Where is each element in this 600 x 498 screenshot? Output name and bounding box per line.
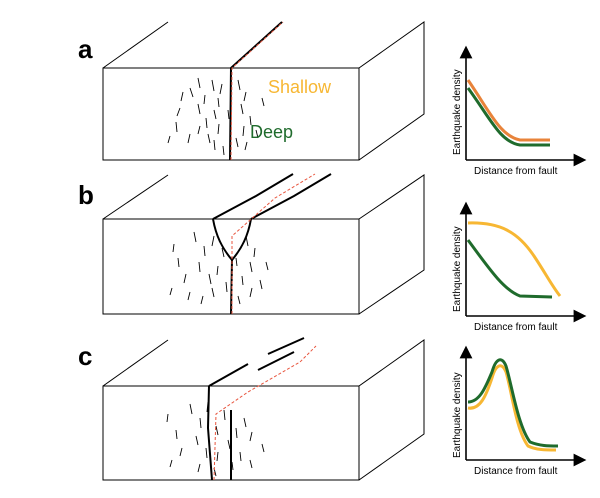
curve-deep-c	[467, 358, 559, 448]
fault-trace-a	[229, 21, 284, 161]
aftershock-cluster-b	[169, 231, 269, 305]
curve-shallow-b	[467, 221, 562, 297]
aftershock-cluster-a	[167, 77, 265, 156]
density-graph-a: Earthquake density Distance from fault	[452, 45, 587, 177]
fault-trace-b	[212, 173, 332, 315]
fault-trace-c	[206, 337, 317, 481]
panel-c: c Earthquake density Distance from fault	[78, 337, 587, 481]
panel-letter-a: a	[78, 34, 93, 64]
crustal-block-b	[102, 174, 425, 315]
xlabel-b: Distance from fault	[474, 322, 558, 333]
panel-b: b Earthquake density Distance from fault	[78, 173, 587, 333]
xlabel-c: Distance from fault	[474, 466, 558, 477]
curve-shallow-a	[466, 79, 550, 142]
curve-deep-b	[466, 239, 553, 299]
curve-deep-a	[466, 87, 550, 147]
curve-shallow-c	[467, 364, 557, 452]
ylabel-b: Earthquake density	[452, 226, 463, 312]
density-graph-b: Earthquake density Distance from fault	[452, 201, 587, 333]
block-top-and-side	[102, 339, 425, 481]
crustal-block-c	[102, 339, 425, 481]
legend-shallow: Shallow	[268, 77, 332, 97]
density-graph-c: Earthquake density Distance from fault	[452, 345, 587, 477]
panel-a: a Shallow Deep Earthquake density Distan…	[78, 21, 587, 177]
block-top-and-side	[102, 21, 425, 161]
panel-letter-c: c	[78, 341, 92, 371]
ylabel-c: Earthquake density	[452, 372, 463, 458]
block-top-and-side	[102, 174, 425, 315]
xlabel-a: Distance from fault	[474, 166, 558, 177]
panel-letter-b: b	[78, 180, 94, 210]
legend-deep: Deep	[250, 122, 293, 142]
ylabel-a: Earthquake density	[452, 69, 463, 155]
